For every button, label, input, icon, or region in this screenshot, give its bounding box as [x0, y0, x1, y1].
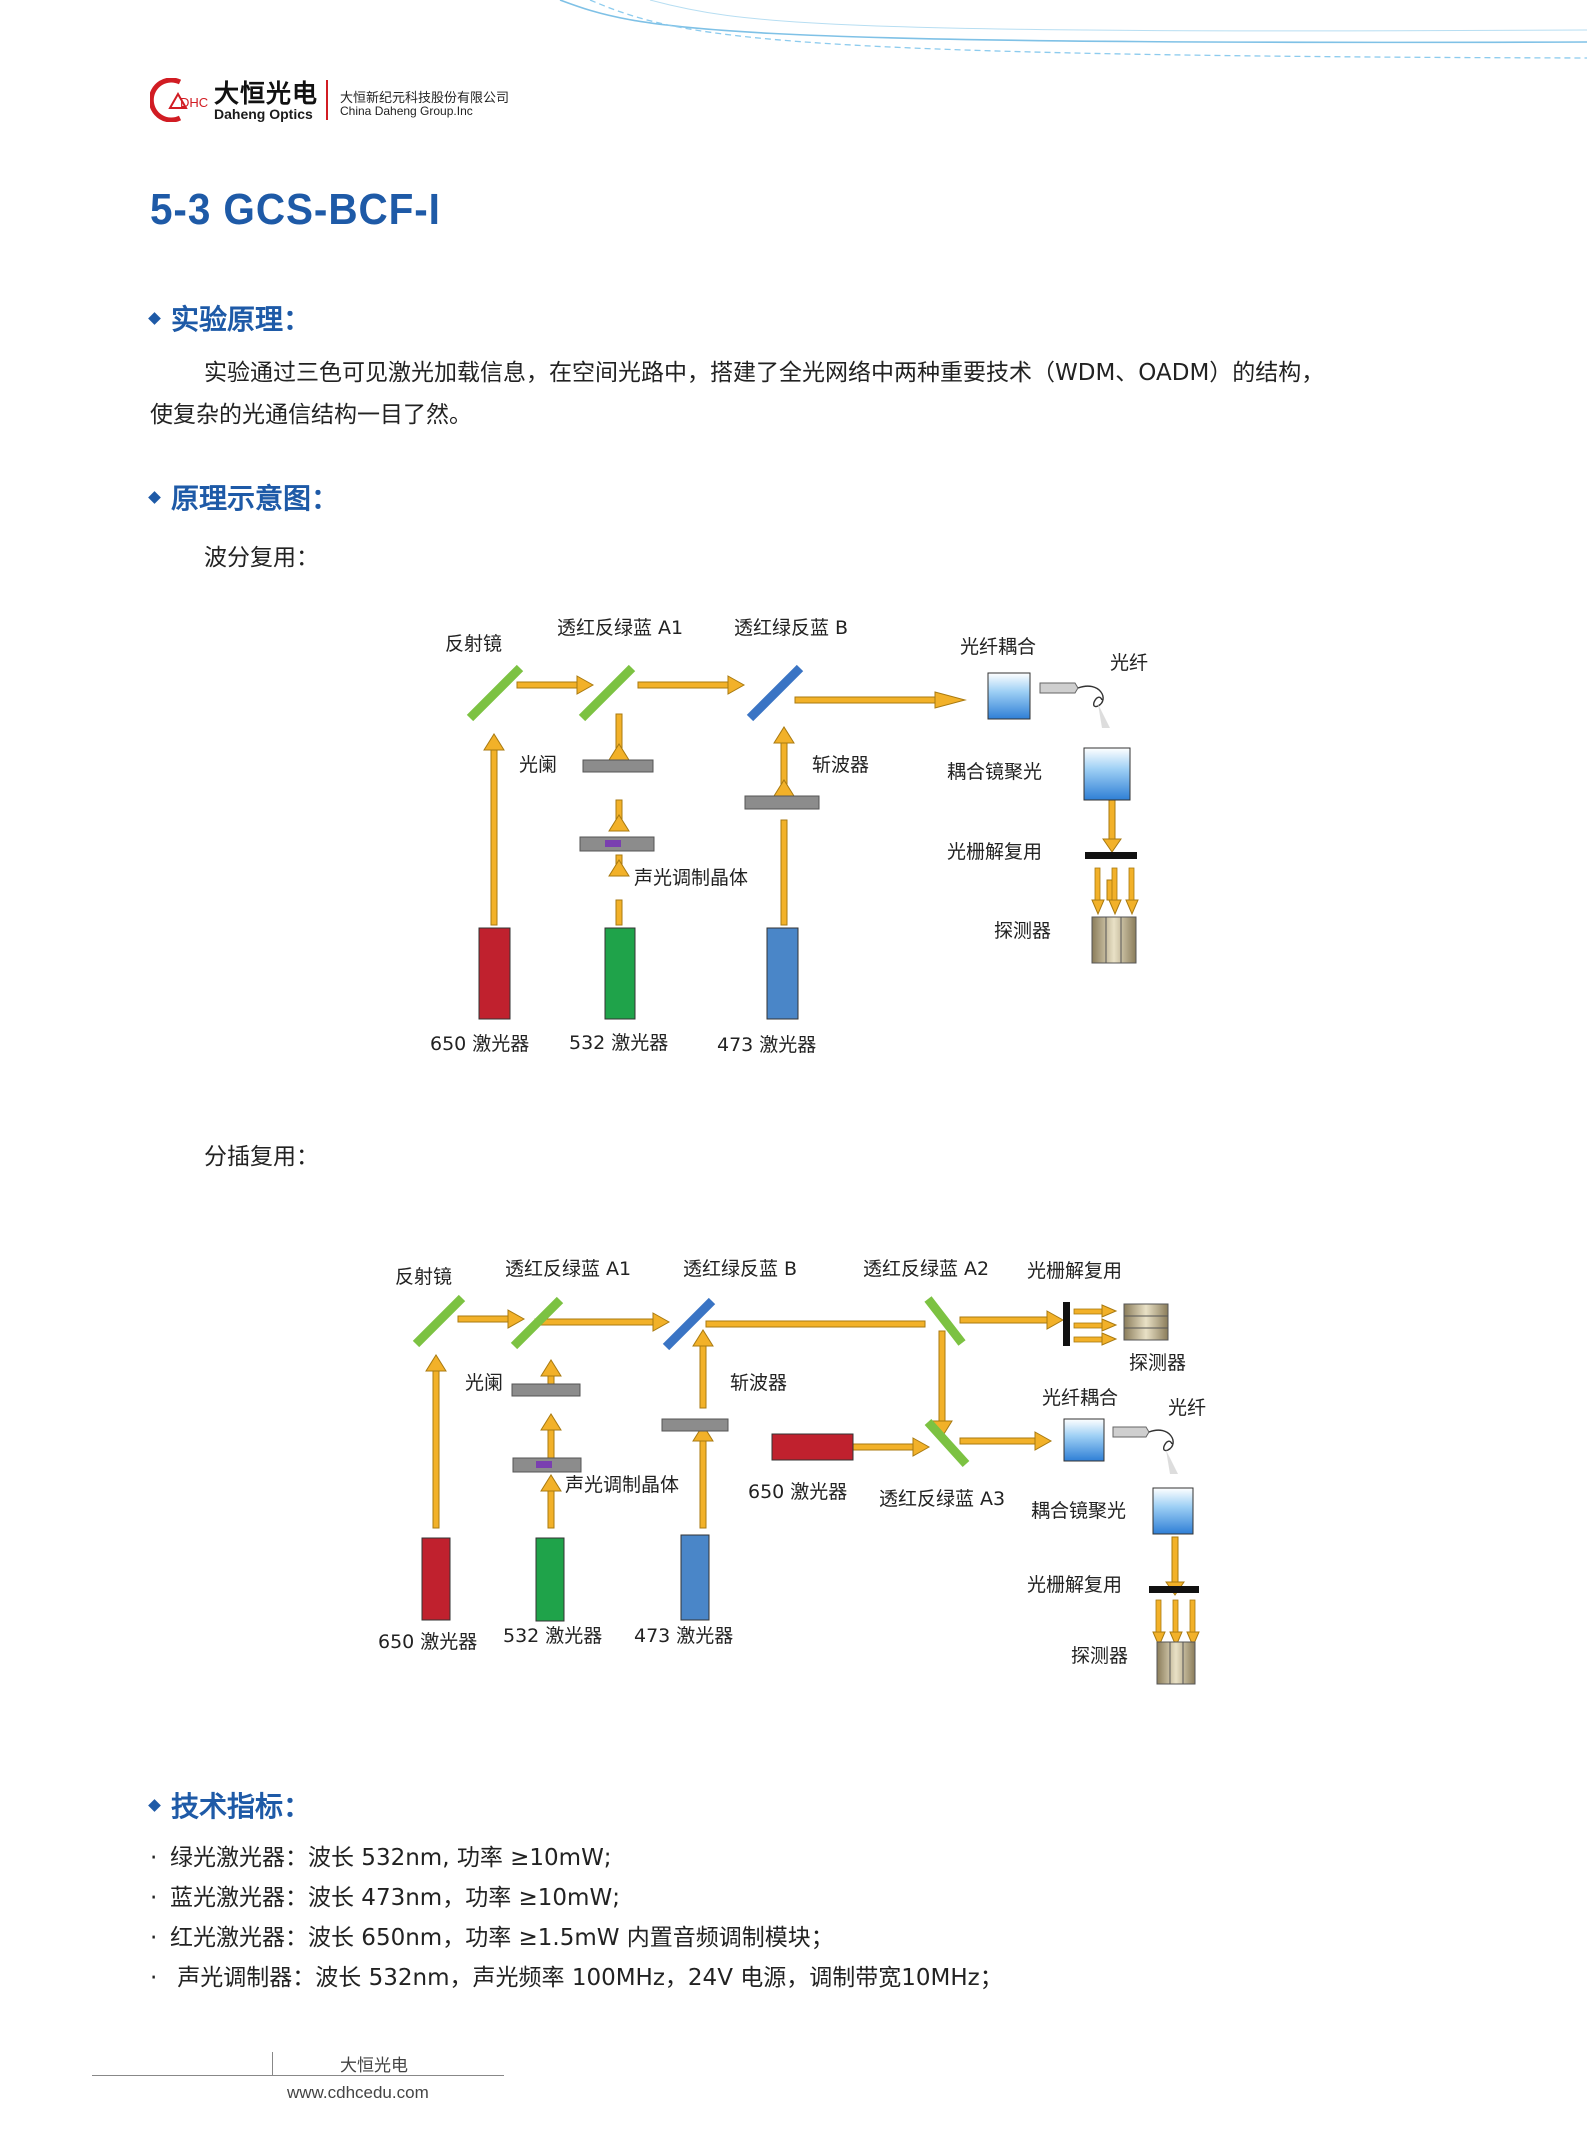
oadm-label-mirror: 反射镜 [395, 1266, 452, 1288]
laser-icon [421, 1537, 451, 1621]
oadm-label-a1: 透红反绿蓝 A1 [505, 1258, 631, 1280]
oadm-label-laser650: 650 激光器 [378, 1631, 477, 1653]
oadm-label-b: 透红绿反蓝 B [683, 1258, 797, 1280]
mirror-icon [924, 1296, 966, 1346]
mirror-icon [924, 1418, 970, 1468]
oadm-label-fiber: 光纤 [1168, 1397, 1206, 1419]
principle-paragraph: 实验通过三色可见激光加载信息，在空间光路中，搭建了全光网络中两种重要技术（WDM… [150, 360, 1325, 428]
oadm-label-grating: 光栅解复用 [1027, 1574, 1122, 1596]
oadm-label-detector: 探测器 [1071, 1645, 1128, 1667]
laser-icon [478, 927, 511, 1020]
mirror-icon [466, 664, 524, 722]
header-decoration [559, 0, 1587, 59]
brand-separator [326, 80, 328, 120]
oadm-label-a3: 透红反绿蓝 A3 [879, 1488, 1005, 1510]
company-name-en: China Daheng Group.Inc [340, 104, 473, 118]
oadm-label-laser650-mid: 650 激光器 [748, 1481, 847, 1503]
oadm-label-laser532: 532 激光器 [503, 1625, 602, 1647]
mirror-icon [746, 664, 804, 722]
company-name-cn: 大恒新纪元科技股份有限公司 [340, 91, 510, 106]
oadm-label-detector-top: 探测器 [1129, 1352, 1186, 1374]
detector-icon [1156, 1641, 1196, 1685]
fiber-coupler-icon [1063, 1418, 1105, 1462]
wdm-label-chopper: 斩波器 [812, 754, 869, 776]
footer-brand: 大恒光电 [340, 2056, 408, 2076]
oadm-label-fiber-coupling: 光纤耦合 [1042, 1387, 1118, 1409]
grating-icon [1085, 852, 1137, 859]
oadm-caption: 分插复用： [204, 1144, 319, 1170]
brand-name-en: Daheng Optics [214, 106, 313, 122]
section-heading-principle: 实验原理： [148, 298, 311, 338]
brand-name-cn: 大恒光电 [214, 79, 319, 108]
list-item: · 声光调制器：波长 532nm，声光频率 100MHz，24V 电源，调制带宽… [150, 1965, 1003, 1991]
mirror-icon [412, 1294, 466, 1348]
oadm-label-chopper: 斩波器 [730, 1372, 787, 1394]
mirror-icon [578, 664, 636, 722]
oadm-label-a2: 透红反绿蓝 A2 [863, 1258, 989, 1280]
footer-url[interactable]: www.cdhcedu.com [287, 2083, 429, 2102]
wdm-label-fiber: 光纤 [1110, 652, 1148, 674]
grating-icon [1063, 1302, 1070, 1346]
mirror-icon [510, 1296, 564, 1350]
list-item: ·蓝光激光器：波长 473nm，功率 ≥10mW; [150, 1885, 620, 1911]
spec-list: ·绿光激光器：波长 532nm, 功率 ≥10mW; ·蓝光激光器：波长 473… [150, 1838, 1003, 1998]
wdm-caption: 波分复用： [204, 545, 319, 571]
list-item: ·绿光激光器：波长 532nm, 功率 ≥10mW; [150, 1845, 612, 1871]
oadm-label-coupling-focus: 耦合镜聚光 [1031, 1500, 1126, 1522]
laser-icon [771, 1433, 854, 1461]
section-heading-schematic: 原理示意图： [148, 477, 339, 517]
page-title: 5-3 GCS-BCF-I [150, 185, 441, 234]
wdm-label-grating: 光栅解复用 [947, 841, 1042, 863]
detector-icon [1123, 1303, 1169, 1341]
dhc-logo-icon: DHC [150, 78, 208, 122]
oadm-label-shutter: 光阑 [465, 1372, 503, 1394]
wdm-label-b: 透红绿反蓝 B [734, 617, 848, 639]
laser-icon [766, 927, 799, 1020]
diamond-bullet-icon [148, 1798, 161, 1812]
wdm-label-mirror: 反射镜 [445, 633, 502, 655]
laser-icon [680, 1534, 710, 1621]
grating-icon [1149, 1586, 1199, 1593]
oadm-label-laser473: 473 激光器 [634, 1625, 733, 1647]
fiber-coupler-icon [987, 672, 1031, 720]
footer-divider [92, 2075, 504, 2076]
laser-icon [604, 927, 636, 1020]
mirror-icon [662, 1297, 716, 1351]
svg-text:DHC: DHC [180, 95, 208, 110]
wdm-label-fiber-coupling: 光纤耦合 [960, 636, 1036, 658]
section-heading-specs: 技术指标： [148, 1785, 311, 1825]
detector-icon [1091, 916, 1137, 964]
oadm-label-aom: 声光调制晶体 [565, 1474, 679, 1496]
list-item: ·红光激光器：波长 650nm，功率 ≥1.5mW 内置音频调制模块； [150, 1925, 834, 1951]
wdm-label-laser532: 532 激光器 [569, 1032, 668, 1054]
wdm-label-coupling-focus: 耦合镜聚光 [947, 761, 1042, 783]
oadm-label-grating-top: 光栅解复用 [1027, 1260, 1122, 1282]
wdm-label-detector: 探测器 [994, 920, 1051, 942]
wdm-label-aom: 声光调制晶体 [634, 867, 748, 889]
wdm-label-laser473: 473 激光器 [717, 1034, 816, 1056]
wdm-label-a1: 透红反绿蓝 A1 [557, 617, 683, 639]
wdm-label-shutter: 光阑 [519, 754, 557, 776]
laser-icon [535, 1537, 565, 1622]
wdm-label-laser650: 650 激光器 [430, 1033, 529, 1055]
footer-divider-tick [272, 2052, 273, 2076]
